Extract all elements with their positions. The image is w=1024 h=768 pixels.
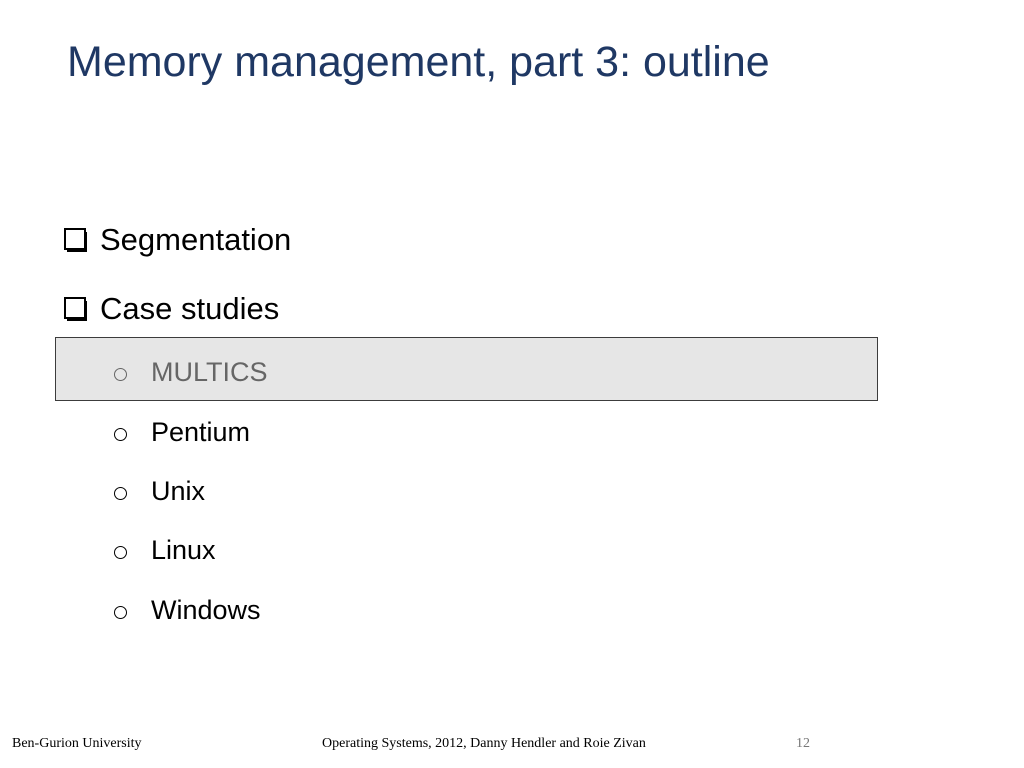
checkbox-icon [62,226,92,254]
sub-bullet-label: MULTICS [151,356,268,387]
sub-bullet-pentium: Pentium [114,412,250,452]
footer-university: Ben-Gurion University [12,736,142,751]
sub-bullet-linux: Linux [114,530,216,570]
sub-bullet-label: Linux [151,534,216,565]
circle-bullet-icon [114,605,127,619]
sub-bullet-label: Windows [151,594,261,625]
bullet-case-studies: Case studies [62,289,279,329]
sub-bullet-unix: Unix [114,471,205,511]
bullet-label: Case studies [100,291,280,326]
circle-bullet-icon [114,367,127,381]
slide-title: Memory management, part 3: outline [67,38,770,86]
sub-bullet-windows: Windows [114,590,261,630]
footer-course-info: Operating Systems, 2012, Danny Hendler a… [322,736,646,751]
circle-bullet-icon [114,486,127,500]
bullet-segmentation: Segmentation [62,220,291,260]
sub-bullet-multics: MULTICS [114,352,268,392]
highlight-box [55,337,878,401]
circle-bullet-icon [114,427,127,441]
bullet-label: Segmentation [100,222,292,257]
sub-bullet-label: Pentium [151,416,251,447]
circle-bullet-icon [114,545,127,559]
footer-page-number: 12 [796,736,810,751]
sub-bullet-label: Unix [151,475,206,506]
checkbox-icon [62,295,92,323]
